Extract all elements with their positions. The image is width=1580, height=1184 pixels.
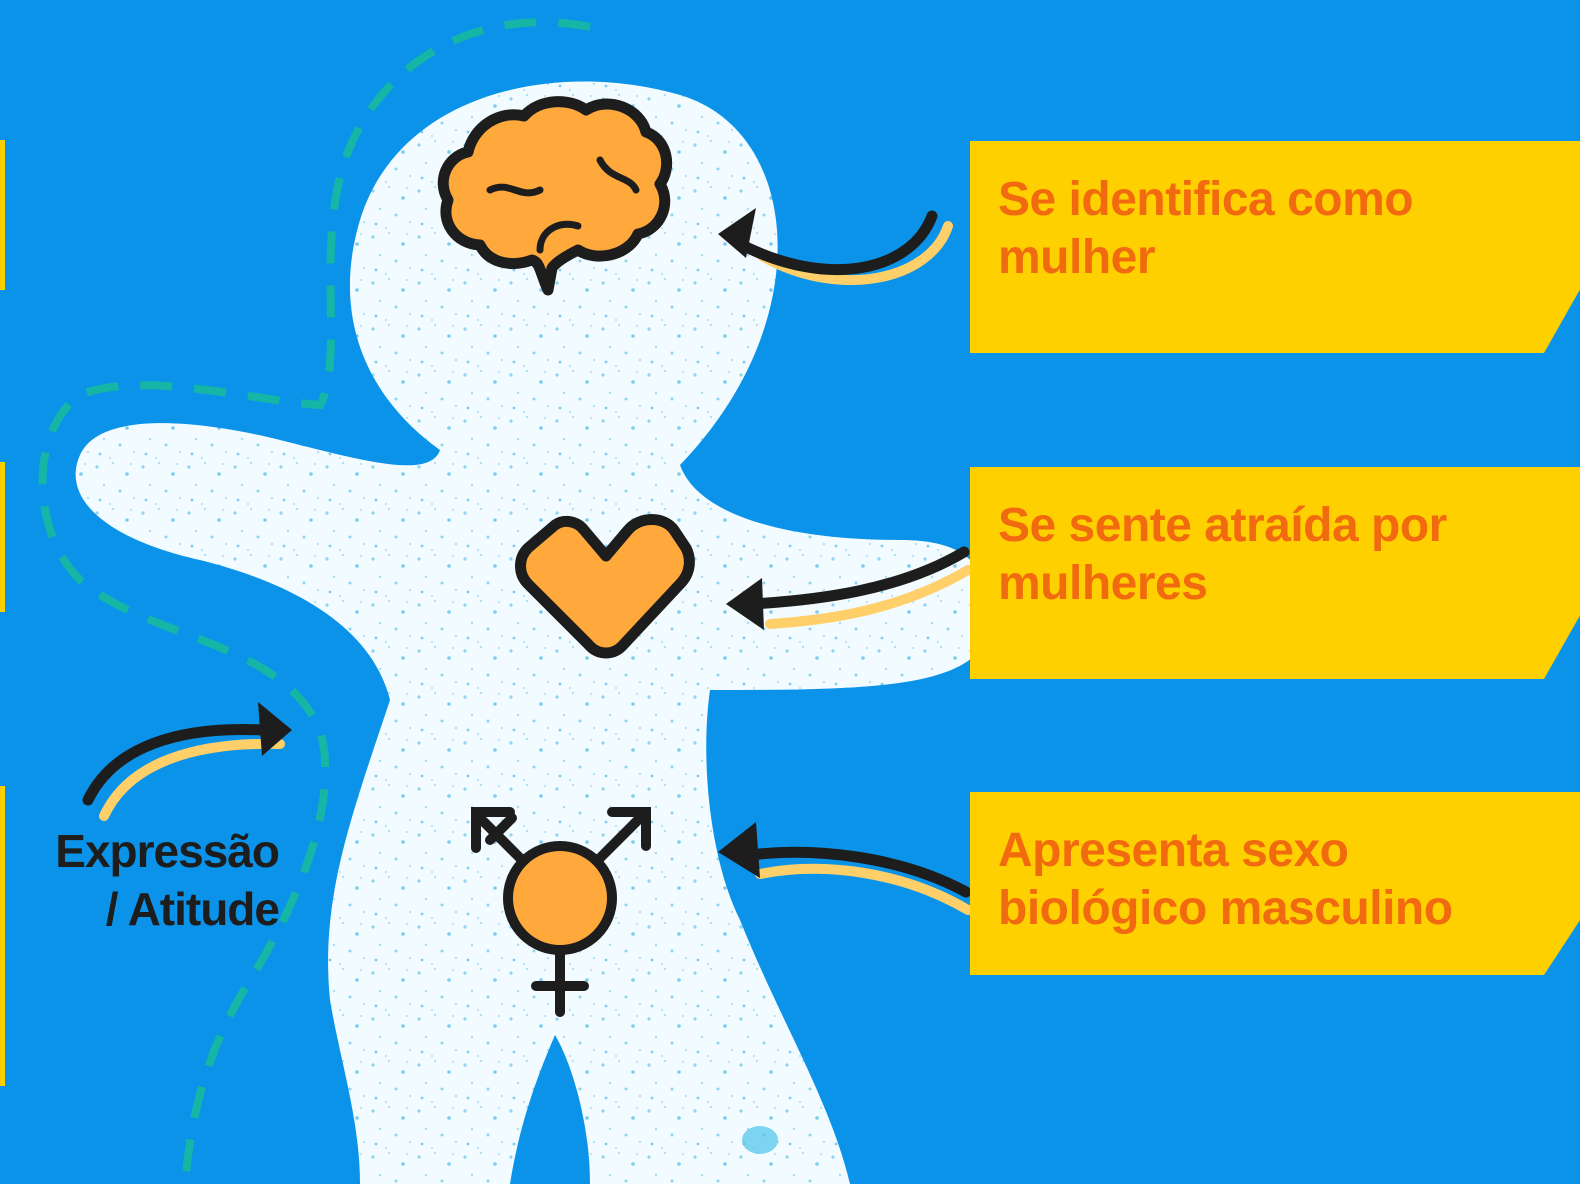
- biological-sex-label: Apresenta sexo biológico masculino: [998, 824, 1453, 935]
- brain-icon: [437, 96, 673, 296]
- expression-label-line2: / Atitude: [105, 883, 280, 935]
- figure-silhouette: [75, 81, 990, 1184]
- arrow-expression: [82, 702, 292, 821]
- expression-label: Expressão / Atitude: [14, 822, 280, 938]
- identity-label-box: Se identifica como mulher: [970, 141, 1580, 353]
- transgender-symbol-icon: [471, 807, 651, 1017]
- figure-spot: [742, 1126, 778, 1154]
- attraction-label-box: Se sente atraída por mulheres: [970, 467, 1580, 679]
- arrow-identity: [718, 208, 953, 286]
- heart-icon: [515, 514, 695, 659]
- attraction-label: Se sente atraída por mulheres: [998, 499, 1447, 610]
- dashed-outline: [38, 18, 591, 1184]
- left-edge-bar-middle: [0, 462, 5, 612]
- identity-label: Se identifica como mulher: [998, 173, 1414, 284]
- arrow-biological-sex: [718, 822, 973, 915]
- biological-sex-label-box: Apresenta sexo biológico masculino: [970, 792, 1580, 975]
- expression-label-line1: Expressão: [55, 825, 280, 877]
- arrow-attraction: [726, 546, 973, 630]
- left-edge-bar-bottom: [0, 786, 5, 1086]
- left-edge-bar-top: [0, 140, 5, 290]
